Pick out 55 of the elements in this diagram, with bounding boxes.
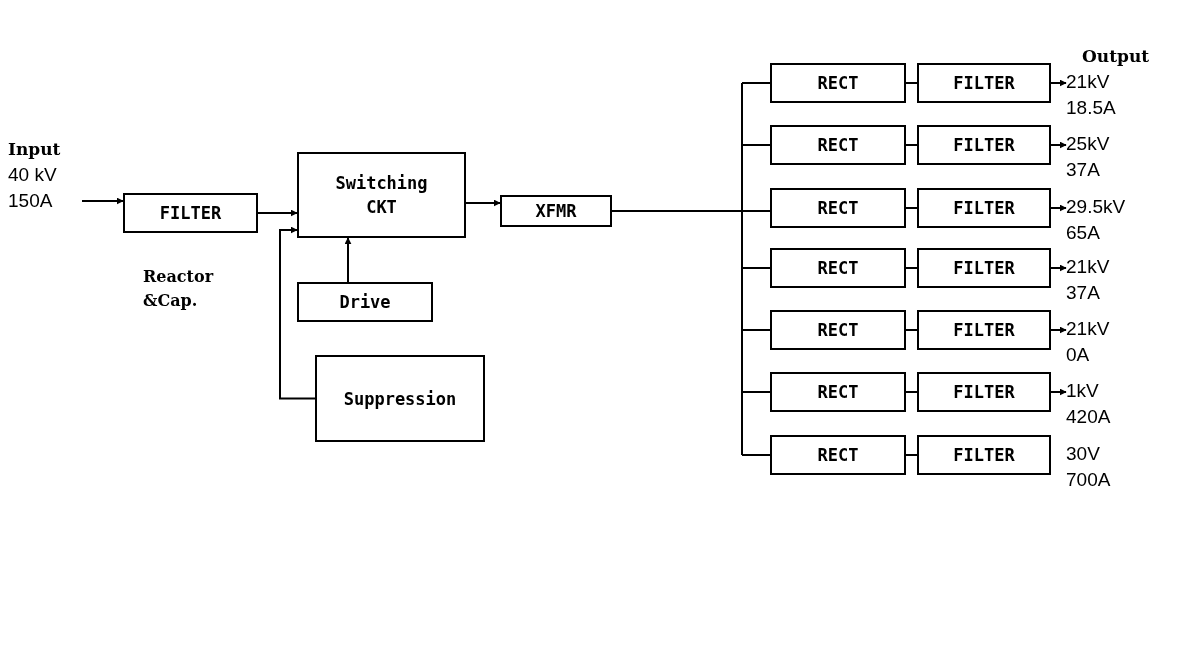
arrow [1050,79,1067,87]
arrow [257,209,298,217]
connector-line [741,144,771,146]
block-box: RECT [770,310,906,350]
arrow [465,199,501,207]
connector-line [611,210,771,212]
arrow [279,226,316,400]
block-box: RECT [770,372,906,412]
block-box: XFMR [500,195,612,227]
connector-line [905,391,918,393]
rating-text: 21kV 37A [1066,255,1110,305]
block-box: FILTER [123,193,258,233]
block-box: RECT [770,125,906,165]
arrow [1050,388,1067,396]
rating-text: 29.5kV 65A [1066,195,1126,245]
block-box: FILTER [917,248,1051,288]
block-box: FILTER [917,188,1051,228]
column-heading: Output [1082,45,1150,68]
block-box: Suppression [315,355,485,442]
connector-line [905,82,918,84]
connector-line [905,144,918,146]
connector-line [741,329,771,331]
block-box: FILTER [917,125,1051,165]
connector-line [905,454,918,456]
block-box: Switching CKT [297,152,466,238]
block-box: RECT [770,435,906,475]
arrow [344,237,352,283]
rating-text: 1kV 420A [1066,379,1111,429]
block-box: FILTER [917,435,1051,475]
arrow [81,197,124,205]
arrow [1050,204,1067,212]
block-box: FILTER [917,372,1051,412]
block-box: RECT [770,63,906,103]
arrow [1050,264,1067,272]
block-box: RECT [770,248,906,288]
rating-text: 21kV 18.5A [1066,70,1116,120]
connector-line [905,329,918,331]
connector-line [741,82,771,84]
rating-text: 25kV 37A [1066,132,1110,182]
connector-line [905,267,918,269]
block-box: FILTER [917,63,1051,103]
input-heading: Input [8,138,62,161]
connector-line [741,454,771,456]
connector-line [905,207,918,209]
arrow [1050,141,1067,149]
rating-text: 40 kV 150A [8,163,58,213]
arrow [1050,326,1067,334]
block-box: Drive [297,282,433,322]
rating-text: 21kV 0A [1066,317,1110,367]
connector-line [741,391,771,393]
note-text: Reactor &Cap. [143,266,215,312]
connector-line [741,267,771,269]
block-box: FILTER [917,310,1051,350]
rating-text: 30V 700A [1066,442,1111,492]
block-box: RECT [770,188,906,228]
